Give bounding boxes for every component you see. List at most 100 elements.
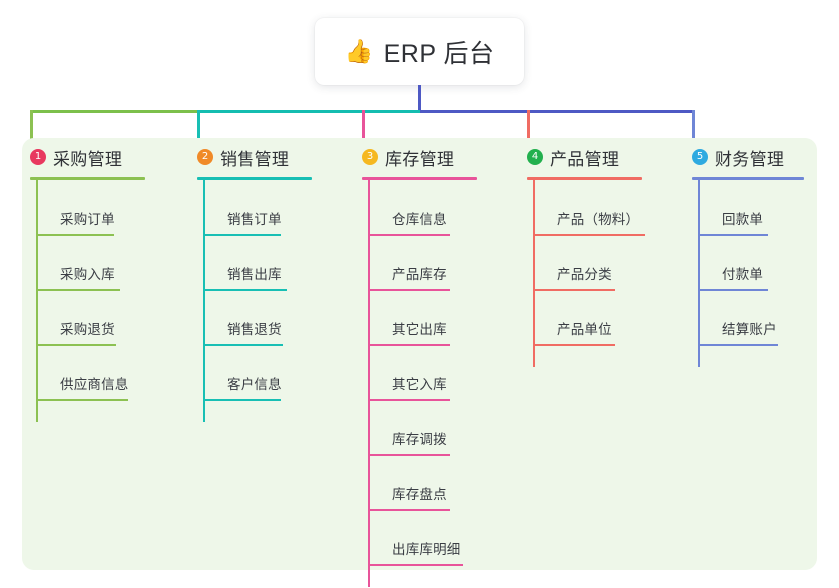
- leaf-item[interactable]: 采购订单: [36, 190, 124, 245]
- leaf-label: 付款单: [722, 267, 764, 282]
- leaf-item[interactable]: 库存调拨: [368, 410, 460, 465]
- leaf-rule: [368, 289, 450, 291]
- column-rule-1: [30, 177, 145, 180]
- leaf-rule: [533, 344, 615, 346]
- leaf-rule: [36, 399, 128, 401]
- column-title-5: 财务管理: [715, 149, 785, 169]
- trunk-segment-1: [31, 110, 198, 113]
- branch-drop-4: [527, 110, 530, 146]
- column-4: 4 产品管理产品（物料） 产品分类产品单位: [519, 146, 645, 367]
- leaf-label: 库存盘点: [392, 487, 447, 502]
- leaf-item[interactable]: 回款单: [698, 190, 778, 245]
- leaf-rule: [203, 234, 281, 236]
- thumbs-up-icon: 👍: [344, 38, 374, 64]
- column-badge-3: 3: [362, 149, 378, 165]
- leaf-item[interactable]: 客户信息: [203, 355, 291, 410]
- leaf-label: 仓库信息: [392, 212, 447, 227]
- column-title-3: 库存管理: [385, 149, 455, 169]
- leaf-label: 回款单: [722, 212, 764, 227]
- leaf-item[interactable]: 采购入库: [36, 245, 130, 300]
- leaf-rule: [698, 234, 768, 236]
- leaf-item[interactable]: 销售退货: [203, 300, 293, 355]
- leaf-rule: [533, 234, 645, 236]
- leaf-rule: [368, 509, 450, 511]
- leaf-label: 产品单位: [557, 322, 612, 337]
- leaf-item[interactable]: 采购退货: [36, 300, 126, 355]
- leaf-item[interactable]: 产品库存: [368, 245, 460, 300]
- leaf-rule: [368, 399, 450, 401]
- column-header-5[interactable]: 5 财务管理: [684, 146, 785, 169]
- branch-drop-2: [197, 110, 200, 146]
- column-title-1: 采购管理: [53, 149, 123, 169]
- leaf-label: 其它出库: [392, 322, 447, 337]
- leaf-rule: [368, 234, 450, 236]
- root-node-label: 👍 ERP 后台: [344, 34, 494, 70]
- leaf-rule: [368, 344, 450, 346]
- column-2: 2 销售管理销售订单销售出库销售退货客户信息: [189, 146, 312, 422]
- leaf-rule: [203, 344, 283, 346]
- leaf-rule: [368, 454, 450, 456]
- column-rule-2: [197, 177, 312, 180]
- column-spine-3: [368, 179, 370, 587]
- root-stem: [418, 85, 421, 112]
- leaf-item[interactable]: 结算账户: [698, 300, 788, 355]
- leaf-rule: [203, 399, 281, 401]
- column-badge-4: 4: [527, 149, 543, 165]
- leaf-item[interactable]: 库存盘点: [368, 465, 460, 520]
- leaf-rule: [36, 289, 120, 291]
- leaf-item[interactable]: 其它出库: [368, 300, 460, 355]
- column-rule-4: [527, 177, 642, 180]
- column-5: 5 财务管理回款单付款单结算账户: [684, 146, 804, 367]
- leaf-item[interactable]: 销售订单: [203, 190, 291, 245]
- leaf-rule: [36, 234, 114, 236]
- leaf-item[interactable]: 产品单位: [533, 300, 625, 355]
- column-rule-5: [692, 177, 804, 180]
- column-header-3[interactable]: 3 库存管理: [354, 146, 455, 169]
- leaf-item[interactable]: 仓库信息: [368, 190, 460, 245]
- column-spine-5: [698, 179, 700, 367]
- column-rule-3: [362, 177, 477, 180]
- leaf-item[interactable]: 出库库明细: [368, 520, 473, 575]
- leaf-item[interactable]: 产品（物料）: [533, 190, 655, 245]
- leaf-label: 采购订单: [60, 212, 115, 227]
- leaf-label: 销售订单: [227, 212, 282, 227]
- column-spine-4: [533, 179, 535, 367]
- leaf-label: 采购退货: [60, 322, 115, 337]
- leaf-label: 产品分类: [557, 267, 612, 282]
- branch-drop-5: [692, 110, 695, 146]
- leaf-item[interactable]: 产品分类: [533, 245, 625, 300]
- trunk-segment-2: [198, 110, 420, 113]
- leaf-label: 产品库存: [392, 267, 447, 282]
- leaf-label: 销售出库: [227, 267, 282, 282]
- column-spine-1: [36, 179, 38, 422]
- branch-drop-1: [30, 110, 33, 146]
- leaf-label: 产品（物料）: [557, 212, 640, 227]
- leaf-rule: [533, 289, 615, 291]
- leaf-item[interactable]: 其它入库: [368, 355, 460, 410]
- root-node[interactable]: 👍 ERP 后台: [315, 18, 524, 85]
- leaf-label: 供应商信息: [60, 377, 129, 392]
- leaf-label: 结算账户: [722, 322, 777, 337]
- column-badge-5: 5: [692, 149, 708, 165]
- trunk-segment-3: [419, 110, 693, 113]
- column-badge-2: 2: [197, 149, 213, 165]
- leaf-rule: [203, 289, 287, 291]
- leaf-item[interactable]: 付款单: [698, 245, 778, 300]
- leaf-label: 采购入库: [60, 267, 115, 282]
- column-title-2: 销售管理: [220, 149, 290, 169]
- content-panel: [22, 138, 817, 570]
- leaf-item[interactable]: 销售出库: [203, 245, 297, 300]
- leaf-rule: [698, 344, 778, 346]
- leaf-item[interactable]: 供应商信息: [36, 355, 138, 410]
- leaf-label: 客户信息: [227, 377, 282, 392]
- column-header-4[interactable]: 4 产品管理: [519, 146, 620, 169]
- column-header-2[interactable]: 2 销售管理: [189, 146, 290, 169]
- leaf-label: 销售退货: [227, 322, 282, 337]
- column-title-4: 产品管理: [550, 149, 620, 169]
- leaf-label: 其它入库: [392, 377, 447, 392]
- leaf-rule: [698, 289, 768, 291]
- column-spine-2: [203, 179, 205, 422]
